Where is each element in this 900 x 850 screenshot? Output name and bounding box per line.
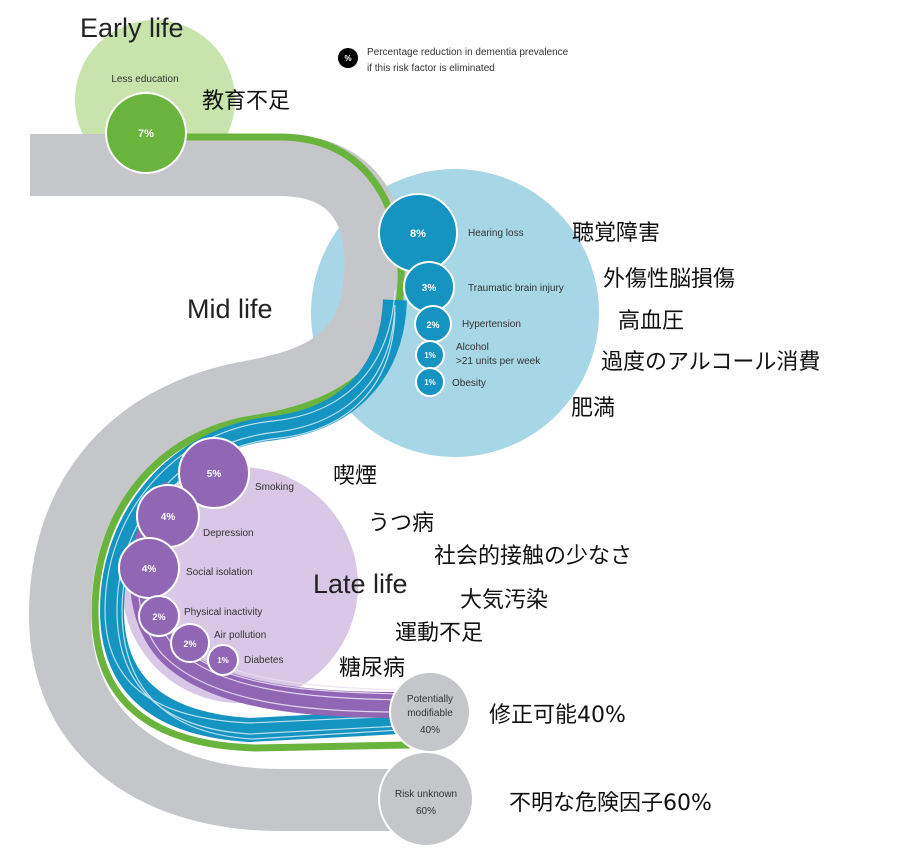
label-potentially-modifiable-2: modifiable: [407, 708, 453, 719]
pct-alcohol: 1%: [424, 351, 436, 360]
factor-obesity: 1% Obesity 肥満: [415, 367, 615, 421]
label-obesity: Obesity: [452, 378, 486, 389]
stage-label-early: Early life: [80, 13, 184, 43]
label-risk-unknown: Risk unknown: [395, 789, 457, 800]
pct-potentially-modifiable: 40%: [420, 725, 440, 736]
node-air-pollution: [170, 623, 210, 663]
endpoint-risk-unknown: Risk unknown 60% 不明な危険因子60%: [378, 751, 712, 847]
factor-alcohol: 1% Alcohol >21 units per week 過度のアルコール消費: [415, 340, 820, 375]
factor-hypertension: 2% Hypertension 高血圧: [414, 305, 684, 343]
jp-hearing-loss: 聴覚障害: [572, 221, 660, 246]
pct-diabetes: 1%: [217, 656, 229, 665]
pct-air-pollution: 2%: [183, 639, 196, 649]
factor-smoking: 5% Smoking 喫煙: [178, 437, 377, 509]
jp-risk-unknown: 不明な危険因子60%: [509, 791, 712, 816]
factor-less-education: 7% Less education 教育不足: [105, 74, 290, 174]
label-hearing-loss: Hearing loss: [468, 228, 524, 239]
pct-risk-unknown: 60%: [416, 806, 436, 817]
pct-hypertension: 2%: [426, 320, 439, 330]
jp-potentially-modifiable: 修正可能40%: [489, 703, 626, 728]
label-physical-inactivity: Physical inactivity: [184, 607, 262, 618]
jp-diabetes: 糖尿病: [339, 656, 405, 681]
pct-physical-inactivity: 2%: [152, 612, 165, 622]
factor-air-pollution: 2% Air pollution 大気汚染: [170, 588, 548, 663]
legend: % Percentage reduction in dementia preva…: [338, 47, 569, 74]
jp-alcohol: 過度のアルコール消費: [601, 350, 820, 375]
node-less-education: [105, 92, 187, 174]
factor-traumatic-brain-injury: 3% Traumatic brain injury 外傷性脳損傷: [403, 261, 735, 313]
jp-less-education: 教育不足: [202, 89, 290, 114]
endpoint-potentially-modifiable: Potentially modifiable 40% 修正可能40%: [389, 671, 626, 753]
jp-social-isolation: 社会的接触の少なさ: [434, 544, 632, 569]
jp-hypertension: 高血圧: [618, 309, 684, 334]
label2-alcohol: >21 units per week: [456, 356, 541, 367]
pct-less-education: 7%: [138, 128, 154, 140]
pct-social-isolation: 4%: [142, 564, 157, 575]
jp-depression: うつ病: [368, 511, 434, 536]
label-diabetes: Diabetes: [244, 655, 283, 666]
pct-hearing-loss: 8%: [410, 228, 426, 240]
legend-line2: if this risk factor is eliminated: [367, 63, 495, 74]
node-smoking: [178, 437, 250, 509]
jp-traumatic-brain-injury: 外傷性脳損傷: [603, 267, 735, 292]
pct-obesity: 1%: [424, 378, 436, 387]
legend-symbol: %: [344, 54, 351, 63]
label-alcohol: Alcohol: [456, 342, 489, 353]
factor-physical-inactivity: 2% Physical inactivity 運動不足: [138, 595, 483, 646]
pct-traumatic-brain-injury: 3%: [422, 283, 437, 294]
label-depression: Depression: [203, 528, 254, 539]
label-air-pollution: Air pollution: [214, 630, 266, 641]
jp-obesity: 肥満: [571, 396, 615, 421]
jp-physical-inactivity: 運動不足: [395, 621, 483, 646]
label-smoking: Smoking: [255, 482, 294, 493]
jp-air-pollution: 大気汚染: [460, 588, 548, 613]
pct-smoking: 5%: [207, 469, 222, 480]
legend-symbol-circle: [338, 48, 358, 68]
node-obesity: [415, 367, 445, 397]
label-less-education: Less education: [111, 74, 178, 85]
main-road: [28, 134, 438, 831]
label-social-isolation: Social isolation: [186, 567, 253, 578]
stage-label-late: Late life: [313, 569, 408, 599]
node-physical-inactivity: [138, 595, 180, 637]
label-potentially-modifiable-1: Potentially: [407, 694, 453, 705]
stage-label-mid: Mid life: [187, 294, 273, 324]
label-hypertension: Hypertension: [462, 319, 521, 330]
factor-hearing-loss: 8% Hearing loss 聴覚障害: [378, 193, 660, 273]
node-diabetes: [207, 644, 239, 676]
legend-line1: Percentage reduction in dementia prevale…: [367, 47, 569, 58]
jp-smoking: 喫煙: [333, 464, 377, 489]
pct-depression: 4%: [161, 512, 176, 523]
factor-diabetes: 1% Diabetes 糖尿病: [207, 644, 405, 681]
node-risk-unknown: [378, 751, 474, 847]
label-traumatic-brain-injury: Traumatic brain injury: [468, 283, 564, 294]
